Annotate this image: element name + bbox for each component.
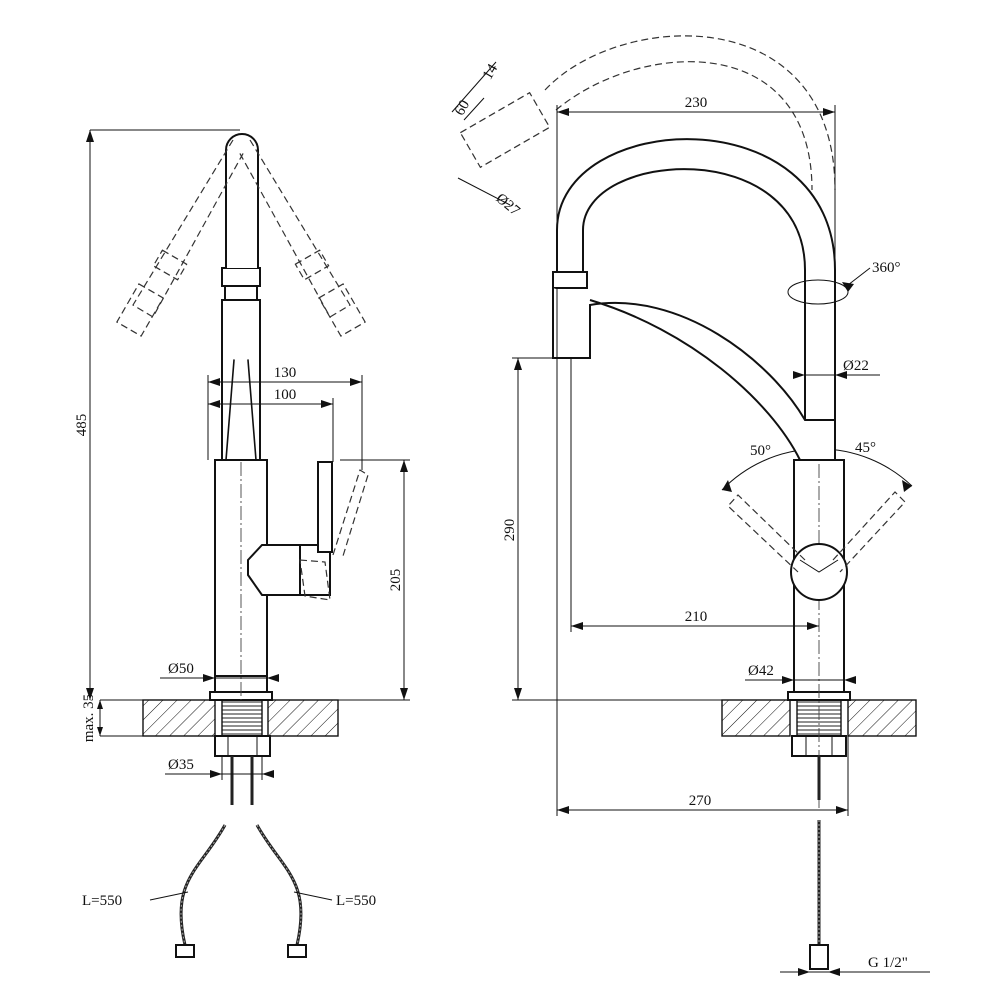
dim-205 [338, 459, 410, 701]
dim-g12-label: G 1/2" [868, 955, 908, 971]
left-countertop [100, 699, 339, 737]
dim-d22 [793, 371, 880, 379]
dim-210 [570, 358, 819, 632]
left-lever-handle [247, 461, 369, 601]
dim-d22-label: Ø22 [843, 358, 869, 374]
rotation-indicator [787, 267, 871, 305]
dim-d50 [160, 674, 279, 682]
dim-nozzle [451, 61, 511, 206]
dim-485 [86, 129, 240, 700]
dim-270 [556, 288, 849, 816]
dim-230 [556, 105, 836, 270]
dim-270-label: 270 [689, 793, 712, 809]
right-supply-hose [809, 756, 829, 970]
dim-290 [512, 357, 722, 701]
left-spout-column [221, 133, 261, 461]
left-swivel-ghost-right [237, 139, 366, 337]
dim-290-label: 290 [502, 519, 518, 542]
dim-50deg-label: 50° [750, 443, 771, 459]
right-view: 360° 230 Ø22 [451, 35, 930, 976]
dim-d27-label: Ø27 [493, 191, 523, 220]
dim-205-label: 205 [388, 569, 404, 592]
left-view: 485 130 100 205 [74, 129, 410, 958]
left-supply-hoses [175, 756, 307, 958]
dim-max35-label: max. 35 [81, 694, 97, 742]
dim-360-label: 360° [872, 260, 901, 276]
dim-485-label: 485 [74, 414, 90, 437]
dim-g12 [780, 968, 930, 976]
right-spout [552, 138, 836, 461]
dim-230-label: 230 [685, 95, 708, 111]
dim-d50-label: Ø50 [168, 661, 194, 677]
dim-100-label: 100 [274, 387, 297, 403]
dim-d42 [745, 676, 856, 684]
right-countertop [721, 699, 917, 737]
dim-max35 [97, 700, 103, 736]
left-swivel-ghost-left [116, 139, 246, 337]
dim-d42-label: Ø42 [748, 663, 774, 679]
dim-130 [207, 375, 363, 470]
dim-14-label: 14 [480, 61, 502, 82]
dim-d35 [165, 756, 274, 780]
hose-left-length-label: L=550 [82, 893, 122, 909]
dim-d35-label: Ø35 [168, 757, 194, 773]
dim-210-label: 210 [685, 609, 708, 625]
hose-right-length-label: L=550 [336, 893, 376, 909]
left-mounting-nut [214, 735, 271, 757]
left-threaded-shank [221, 699, 263, 737]
dim-45deg-label: 45° [855, 440, 876, 456]
dim-60-label: 60 [452, 98, 473, 119]
dim-100 [208, 398, 334, 462]
dim-130-label: 130 [274, 365, 297, 381]
